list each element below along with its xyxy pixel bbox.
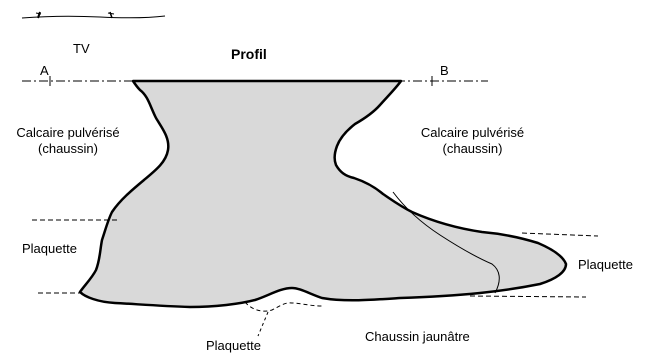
marker-a-label: A bbox=[40, 63, 49, 79]
right-calcaire-label: Calcaire pulvérisé (chaussin) bbox=[400, 125, 545, 157]
tv-label: TV bbox=[73, 41, 90, 57]
left-calcaire-label: Calcaire pulvérisé (chaussin) bbox=[0, 125, 136, 157]
plaquette-bottom-label: Plaquette bbox=[206, 338, 261, 354]
plaquette-right-label: Plaquette bbox=[578, 257, 633, 273]
bottom-plaquette-lens bbox=[245, 302, 322, 311]
plaquette-left-label: Plaquette bbox=[22, 241, 77, 257]
tv-surface-symbol bbox=[22, 12, 165, 18]
right-calcaire-line1: Calcaire pulvérisé bbox=[400, 125, 545, 141]
cavity-shape bbox=[80, 81, 566, 307]
right-calcaire-line2: (chaussin) bbox=[400, 141, 545, 157]
chaussin-jaunatre-label: Chaussin jaunâtre bbox=[365, 329, 470, 345]
right-dashed-lower bbox=[470, 296, 586, 297]
right-dashed-upper bbox=[522, 233, 598, 236]
bottom-plaquette-leader bbox=[258, 312, 268, 336]
left-calcaire-line1: Calcaire pulvérisé bbox=[0, 125, 136, 141]
profile-title: Profil bbox=[231, 46, 267, 62]
marker-b-label: B bbox=[440, 63, 449, 79]
left-calcaire-line2: (chaussin) bbox=[0, 141, 136, 157]
